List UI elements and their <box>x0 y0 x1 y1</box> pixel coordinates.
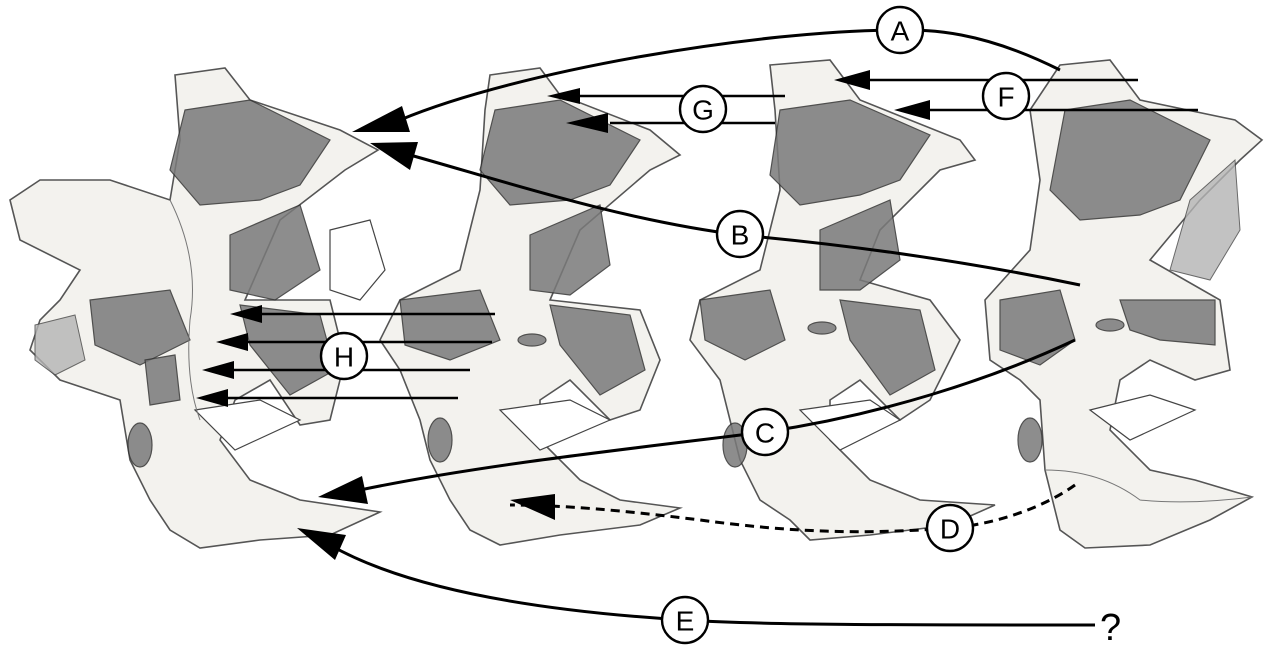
label-h: H <box>321 333 367 379</box>
label-f: F <box>983 73 1029 119</box>
svg-text:H: H <box>334 342 354 373</box>
svg-text:E: E <box>676 606 695 637</box>
vertebra-3 <box>690 60 995 540</box>
svg-text:D: D <box>940 514 960 545</box>
svg-text:B: B <box>731 220 750 251</box>
label-d: D <box>927 505 973 551</box>
label-c: C <box>742 409 788 455</box>
vertebra-1 <box>10 68 380 548</box>
svg-text:A: A <box>891 16 910 47</box>
svg-text:F: F <box>997 82 1014 113</box>
label-a: A <box>877 7 923 53</box>
vertebra-2 <box>330 68 680 545</box>
vertebrae-illustration <box>10 60 1262 548</box>
vertebra-4 <box>985 60 1262 548</box>
label-b: B <box>717 211 763 257</box>
unknown-source-mark: ? <box>1100 607 1121 648</box>
svg-text:C: C <box>755 418 775 449</box>
svg-text:G: G <box>692 95 714 126</box>
label-e: E <box>662 597 708 643</box>
label-g: G <box>680 86 726 132</box>
